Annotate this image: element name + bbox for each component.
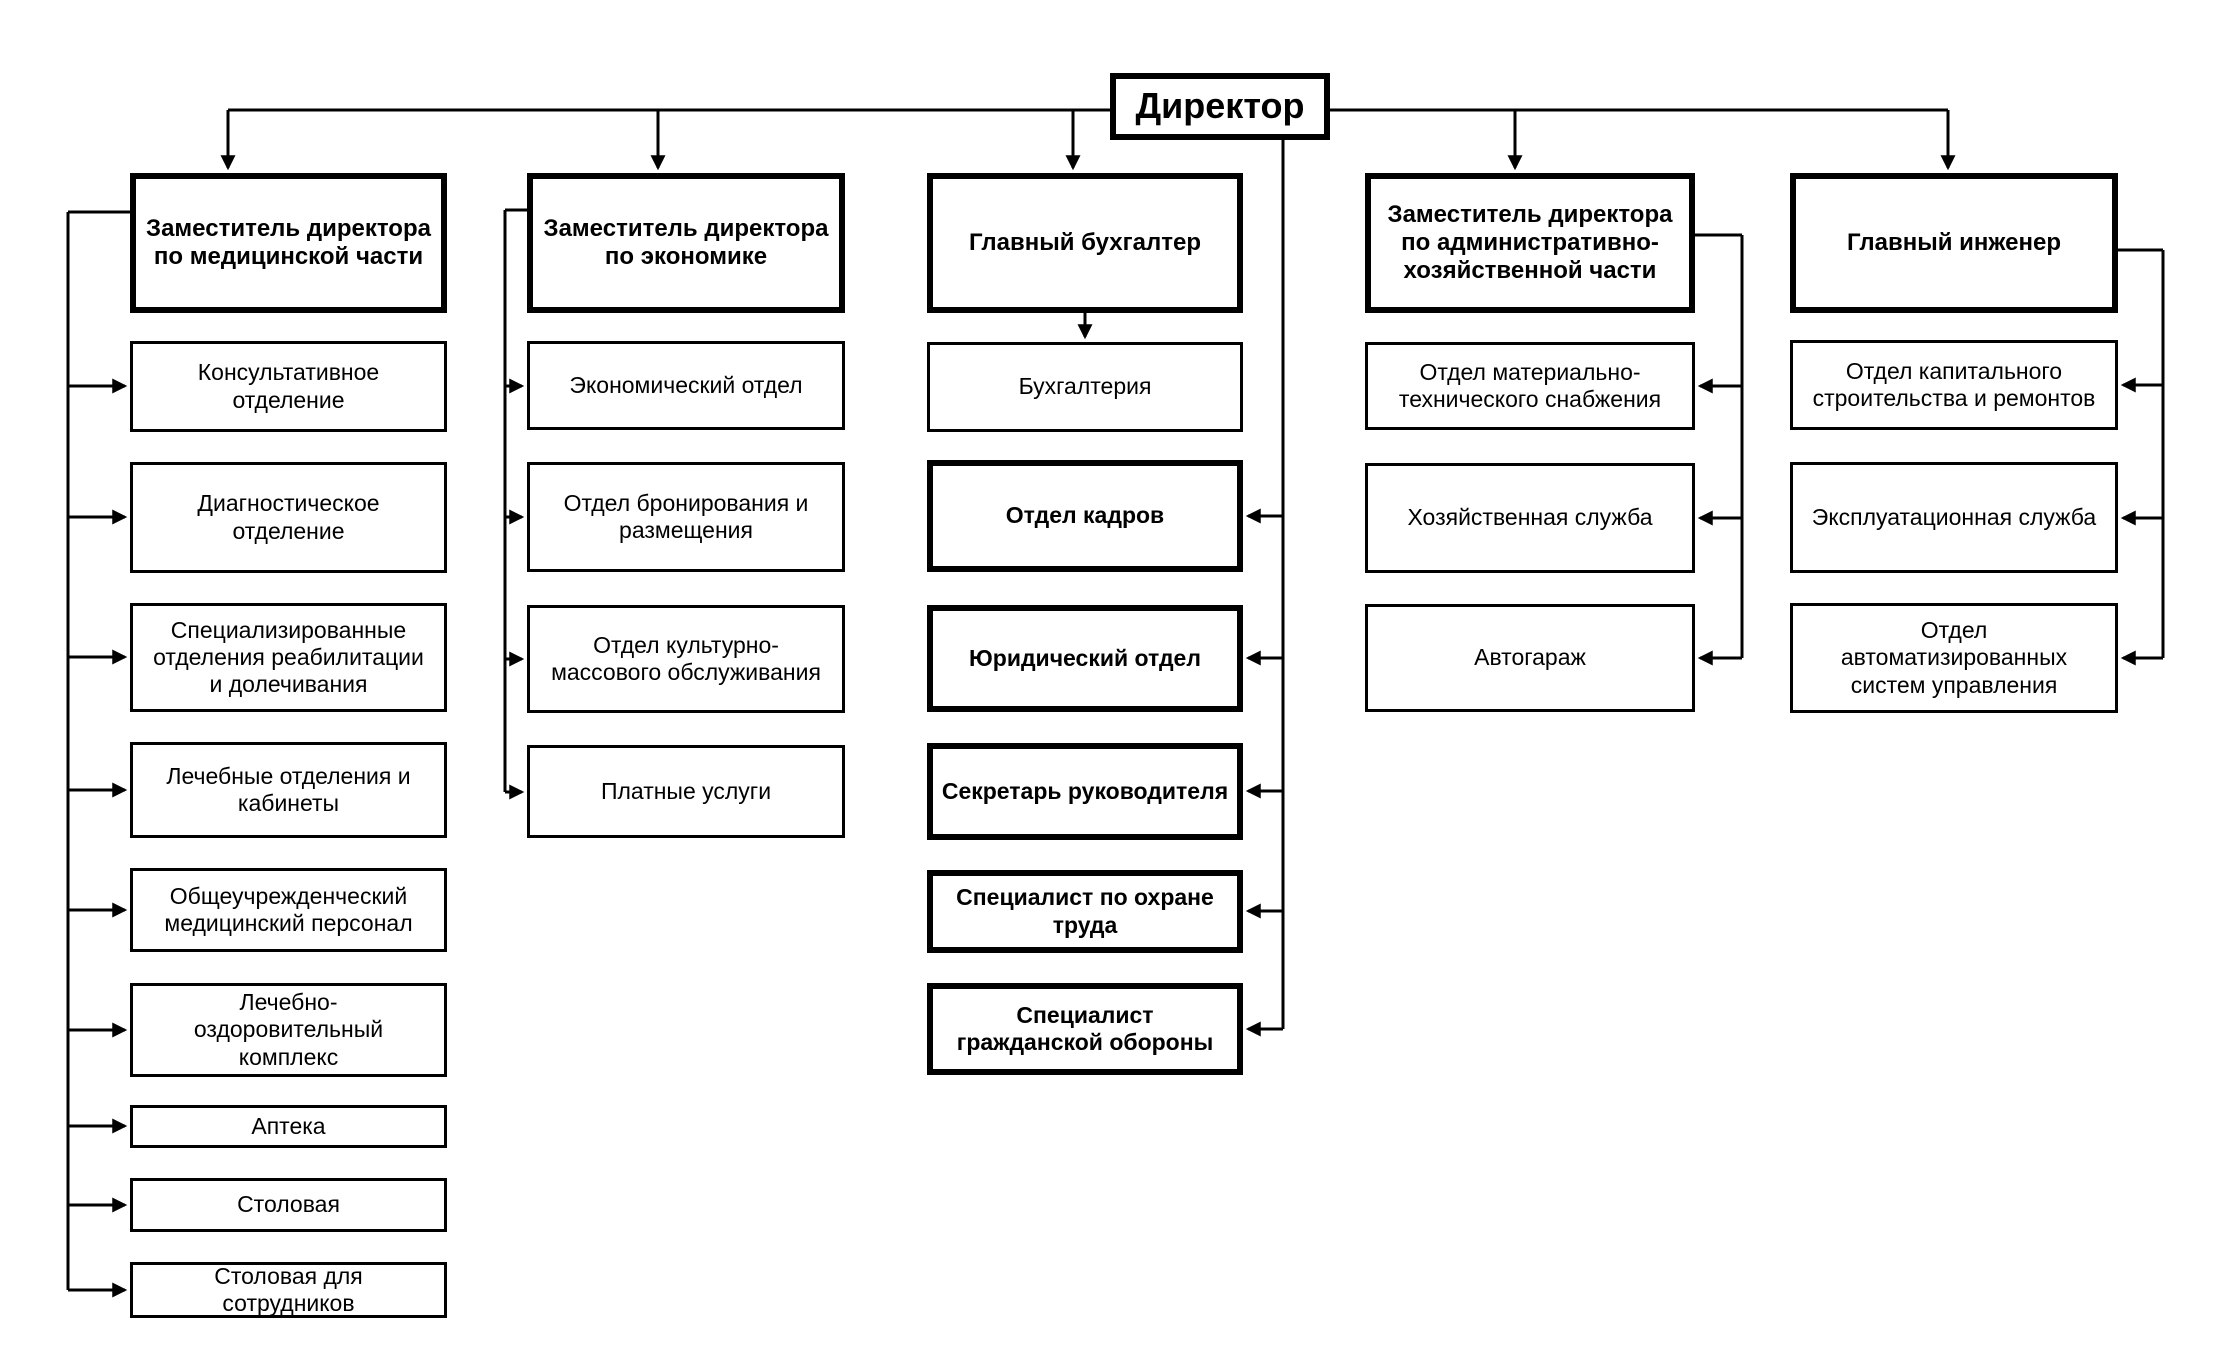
node-labor-safety-specialist: Специалист по охране труда xyxy=(927,870,1243,953)
node-health-complex: Лечебно-оздоровительный комплекс xyxy=(130,983,447,1077)
node-chief-accountant: Главный бухгалтер xyxy=(927,173,1243,313)
node-legal-dept: Юридический отдел xyxy=(927,605,1243,712)
node-general-medical-staff: Общеучрежденческий медицинский персонал xyxy=(130,868,447,952)
node-pharmacy: Аптека xyxy=(130,1105,447,1148)
node-deputy-economics: Заместитель директора по экономике xyxy=(527,173,845,313)
node-accounting: Бухгалтерия xyxy=(927,342,1243,432)
node-specialized-rehab-depts: Специализированные отделения реабилитаци… xyxy=(130,603,447,712)
node-automation-systems-dept: Отдел автоматизированных систем управлен… xyxy=(1790,603,2118,713)
node-canteen: Столовая xyxy=(130,1178,447,1232)
node-director-secretary: Секретарь руководителя xyxy=(927,743,1243,840)
node-hr-dept: Отдел кадров xyxy=(927,460,1243,572)
node-garage: Автогараж xyxy=(1365,604,1695,712)
node-logistics-dept: Отдел материально-технического снабжения xyxy=(1365,342,1695,430)
node-capital-construction-dept: Отдел капитального строительства и ремон… xyxy=(1790,340,2118,430)
node-director: Директор xyxy=(1110,73,1330,140)
node-deputy-admin: Заместитель директора по административно… xyxy=(1365,173,1695,313)
node-treatment-depts-rooms: Лечебные отделения и кабинеты xyxy=(130,742,447,838)
node-consultative-dept: Консультативное отделение xyxy=(130,341,447,432)
node-paid-services: Платные услуги xyxy=(527,745,845,838)
node-chief-engineer: Главный инженер xyxy=(1790,173,2118,313)
node-housekeeping-service: Хозяйственная служба xyxy=(1365,463,1695,573)
node-staff-canteen: Столовая для сотрудников xyxy=(130,1262,447,1318)
node-diagnostic-dept: Диагностическое отделение xyxy=(130,462,447,573)
node-economics-dept: Экономический отдел xyxy=(527,341,845,430)
node-deputy-medical: Заместитель директора по медицинской час… xyxy=(130,173,447,313)
node-booking-accommodation-dept: Отдел бронирования и размещения xyxy=(527,462,845,572)
node-cultural-services-dept: Отдел культурно-массового обслуживания xyxy=(527,605,845,713)
node-civil-defense-specialist: Специалист гражданской обороны xyxy=(927,983,1243,1075)
node-maintenance-service: Эксплуатационная служба xyxy=(1790,462,2118,573)
